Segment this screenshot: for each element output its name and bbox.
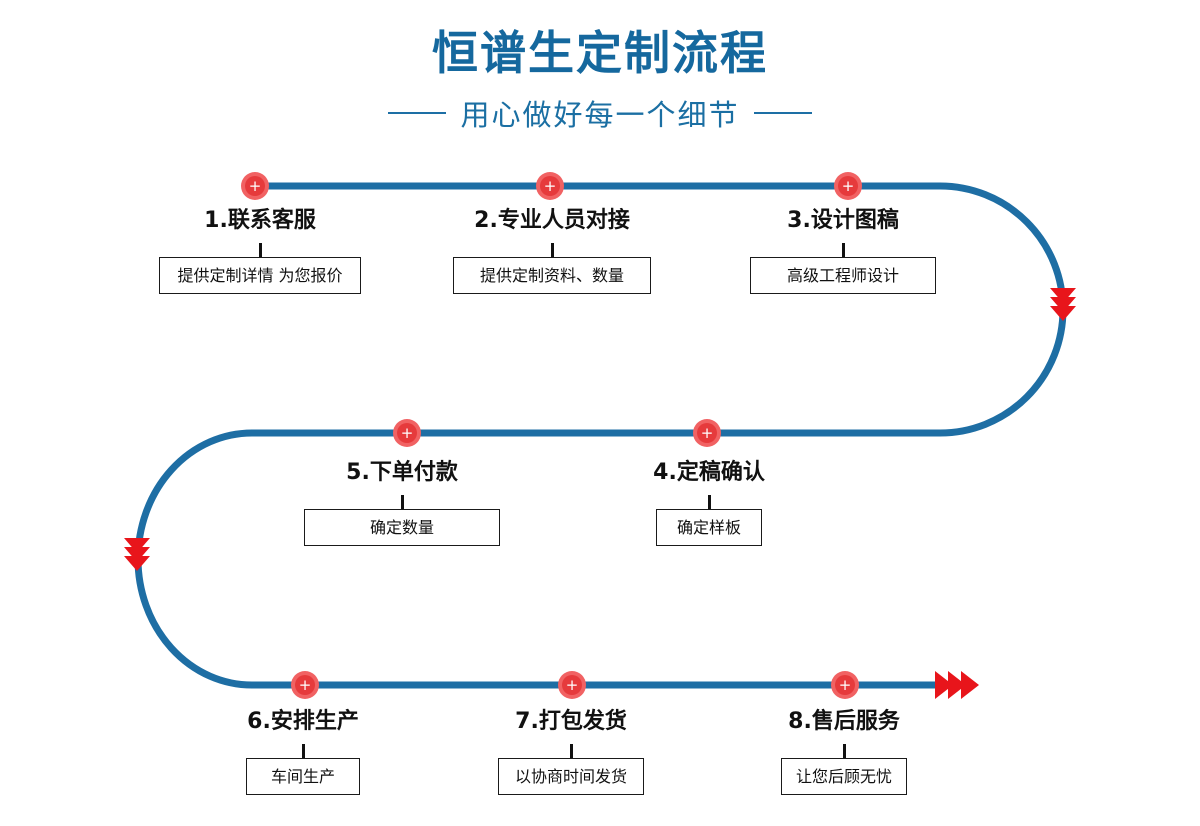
subtitle-row: 用心做好每一个细节 (0, 92, 1200, 134)
step-6: 6.安排生产 车间生产 (163, 708, 443, 795)
end-arrow-icon (935, 671, 979, 699)
step-4-note: 确定样板 (656, 509, 762, 546)
step-7-connector (569, 744, 573, 758)
step-node-3: + (834, 172, 862, 200)
step-2: 2.专业人员对接 提供定制资料、数量 (412, 207, 692, 294)
down-arrow-icon (124, 538, 150, 571)
plus-icon: + (562, 675, 582, 695)
step-5-label: 5.下单付款 (346, 460, 458, 485)
plus-icon: + (697, 423, 717, 443)
step-5-note: 确定数量 (304, 509, 500, 546)
plus-icon: + (540, 176, 560, 196)
step-7: 7.打包发货 以协商时间发货 (431, 708, 711, 795)
step-node-1: + (241, 172, 269, 200)
step-node-5: + (393, 419, 421, 447)
flow-path-line (134, 182, 1067, 689)
step-7-label: 7.打包发货 (515, 709, 627, 734)
plus-icon: + (838, 176, 858, 196)
step-8: 8.售后服务 让您后顾无忧 (704, 708, 984, 795)
page-title: 恒谱生定制流程 (432, 26, 768, 80)
subtitle-right-dash (753, 111, 812, 114)
step-4-connector (707, 495, 711, 509)
step-2-connector (550, 243, 554, 257)
step-node-8: + (831, 671, 859, 699)
plus-icon: + (295, 675, 315, 695)
step-2-label: 2.专业人员对接 (474, 208, 630, 233)
step-5: 5.下单付款 确定数量 (262, 459, 542, 546)
step-4-label: 4.定稿确认 (653, 460, 765, 485)
step-6-label: 6.安排生产 (247, 709, 359, 734)
step-7-note: 以协商时间发货 (498, 758, 644, 795)
step-3-connector (841, 243, 845, 257)
step-node-4: + (693, 419, 721, 447)
step-5-connector (400, 495, 404, 509)
step-8-connector (842, 744, 846, 758)
step-2-note: 提供定制资料、数量 (453, 257, 651, 294)
step-1-label: 1.联系客服 (204, 208, 316, 233)
step-1: 1.联系客服 提供定制详情 为您报价 (120, 207, 400, 294)
down-arrow-icon (1050, 288, 1076, 321)
step-4: 4.定稿确认 确定样板 (569, 459, 849, 546)
plus-icon: + (835, 675, 855, 695)
subtitle-left-dash (388, 111, 447, 114)
step-node-7: + (558, 671, 586, 699)
step-3-note: 高级工程师设计 (750, 257, 936, 294)
step-3-label: 3.设计图稿 (787, 208, 899, 233)
plus-icon: + (397, 423, 417, 443)
step-3: 3.设计图稿 高级工程师设计 (703, 207, 983, 294)
step-8-label: 8.售后服务 (788, 709, 900, 734)
step-6-note: 车间生产 (246, 758, 360, 795)
step-8-note: 让您后顾无忧 (781, 758, 907, 795)
step-1-connector (258, 243, 262, 257)
step-node-6: + (291, 671, 319, 699)
page-subtitle: 用心做好每一个细节 (460, 97, 740, 132)
step-6-connector (301, 744, 305, 758)
step-1-note: 提供定制详情 为您报价 (159, 257, 361, 294)
step-node-2: + (536, 172, 564, 200)
plus-icon: + (245, 176, 265, 196)
diagram-header: 恒谱生定制流程 用心做好每一个细节 (0, 24, 1200, 134)
